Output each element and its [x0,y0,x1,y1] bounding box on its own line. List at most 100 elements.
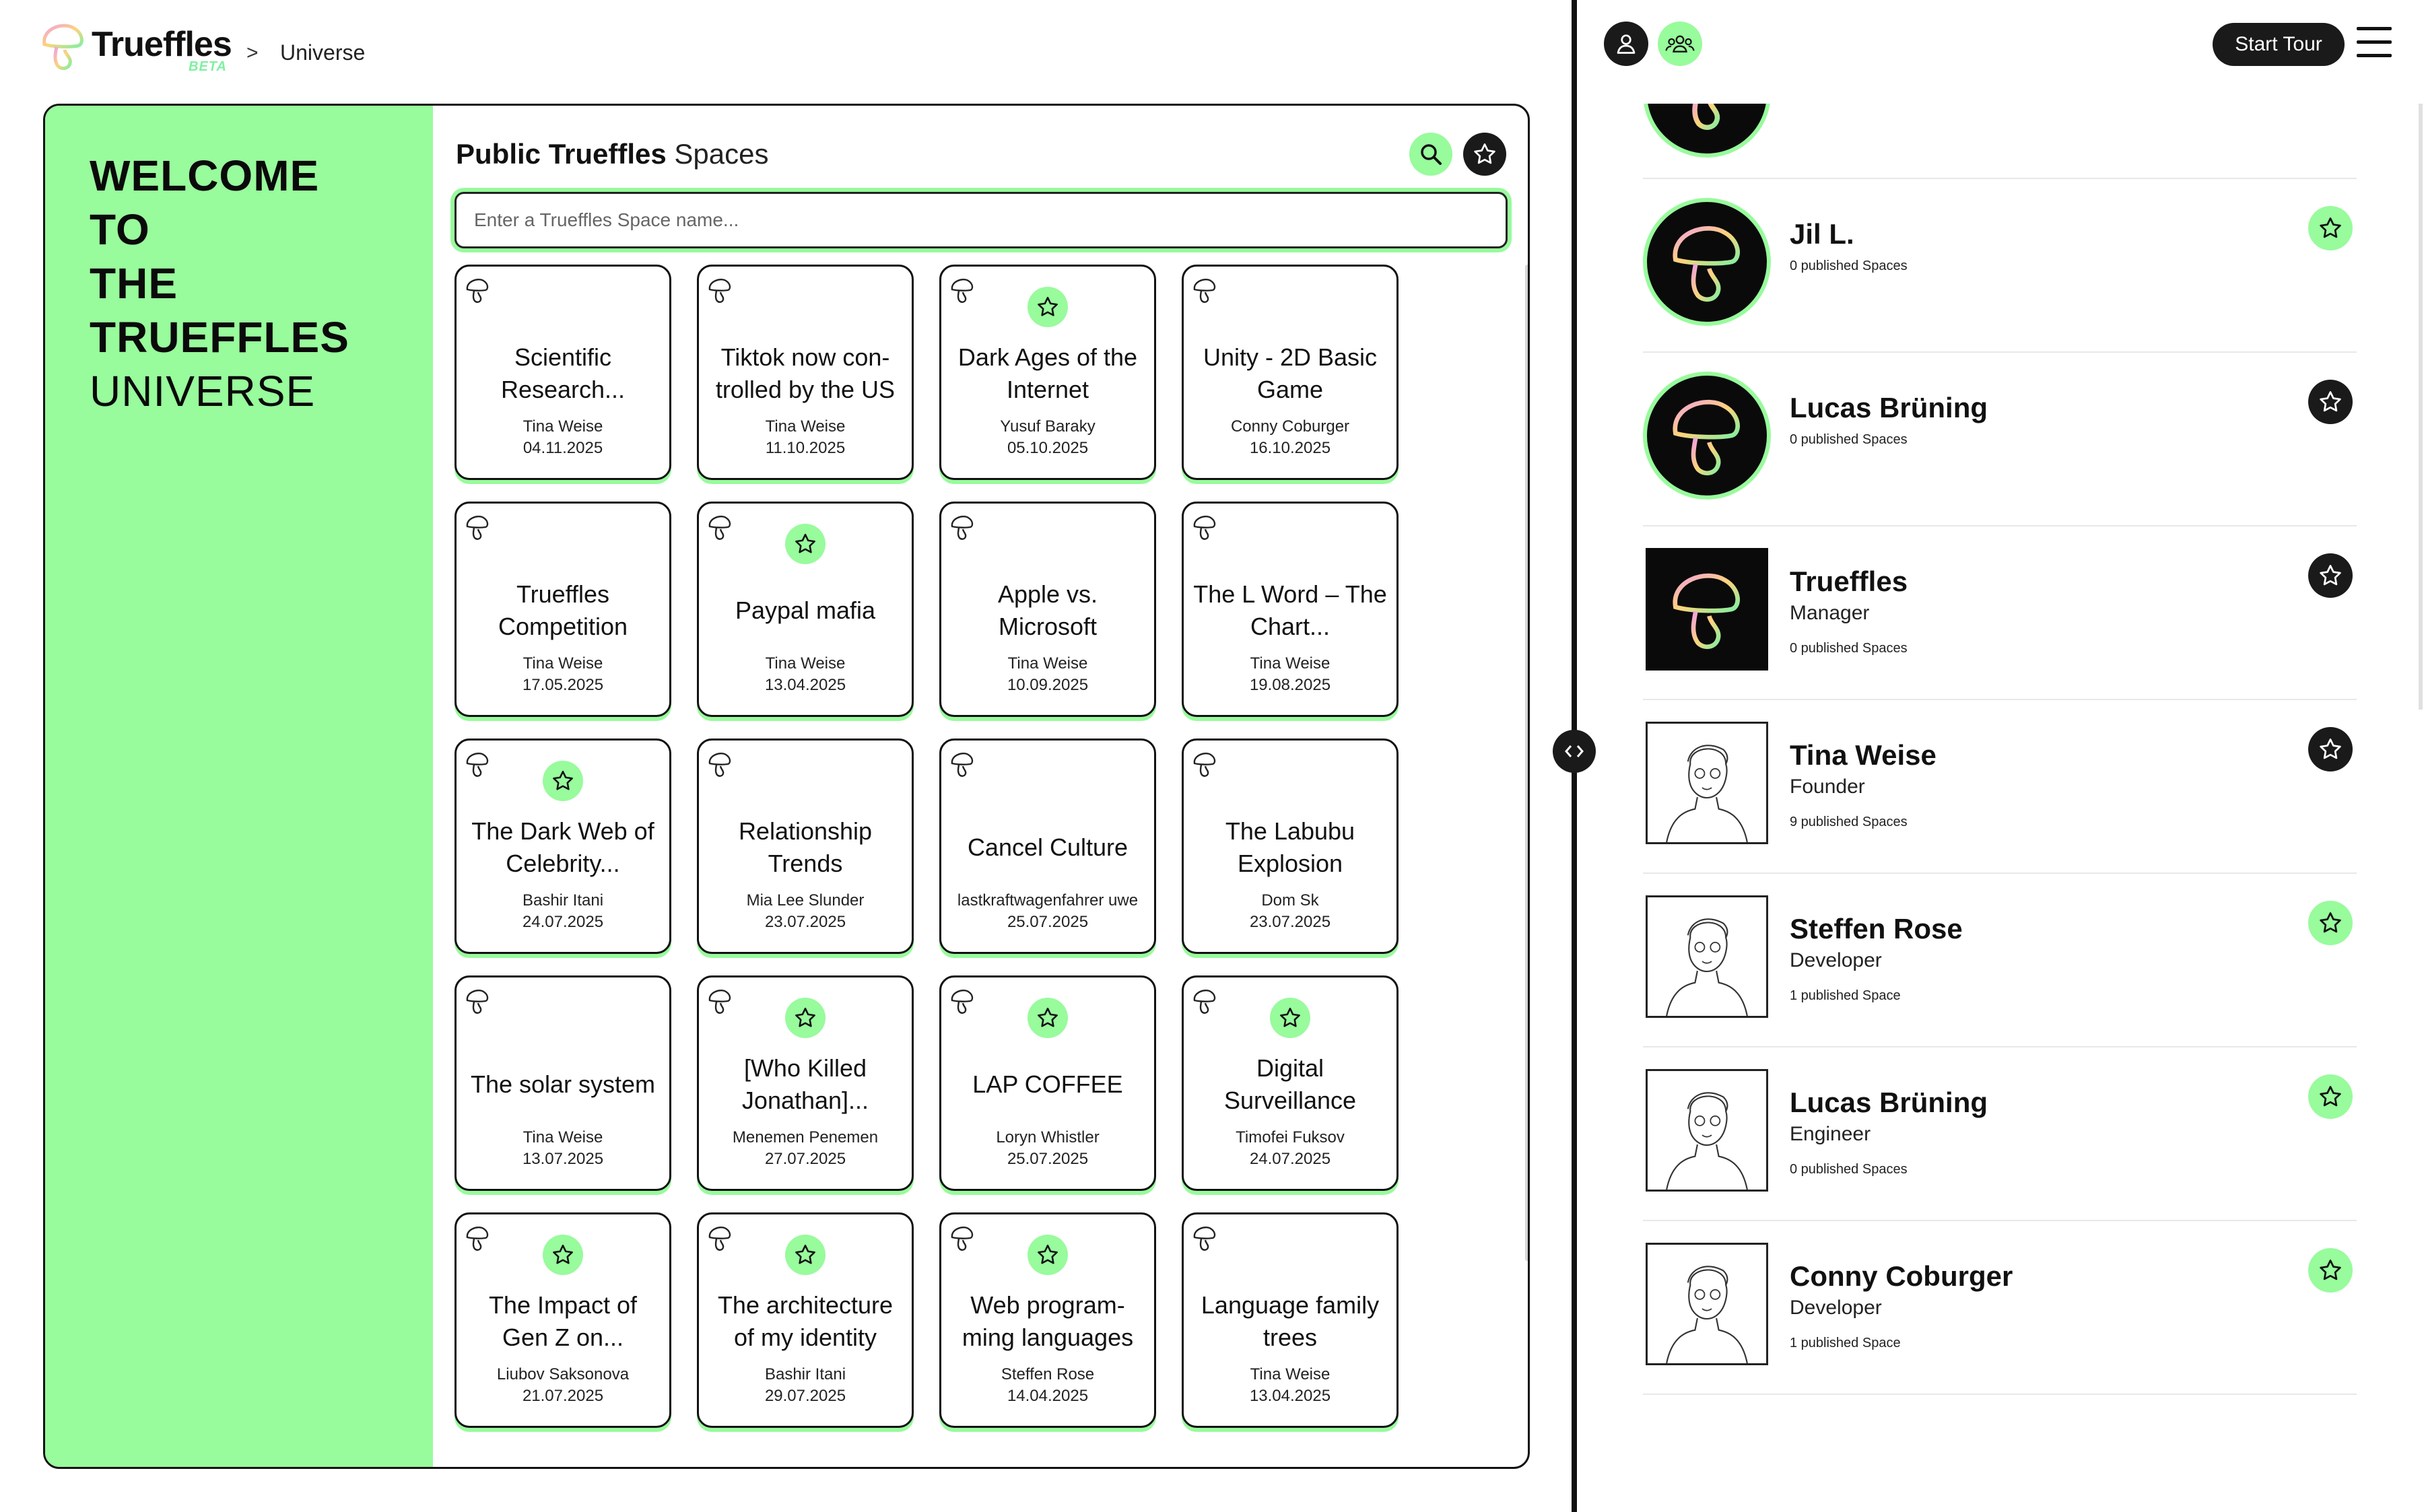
mushroom-icon [707,1224,733,1252]
mushroom-icon [707,276,733,304]
welcome-line-universe: UNIVERSE [90,367,316,415]
profile-name[interactable]: Steffen Rose [1790,913,1963,944]
follow-star-button[interactable] [2308,1248,2353,1293]
mushroom-logo-icon [42,24,83,70]
search-button[interactable] [1409,133,1452,176]
space-card-title: Trueffles Competition [498,580,628,640]
star-icon[interactable] [785,524,826,564]
profile-space-count: 0 published Spaces [1790,432,1908,447]
profile-name[interactable]: Lucas Brüning [1790,392,1988,423]
profiles-scrollbar[interactable] [2419,104,2423,710]
profile-space-count: 1 published Space [1790,1336,1901,1350]
star-icon[interactable] [1270,998,1310,1038]
star-icon[interactable] [785,1235,826,1275]
follow-star-button[interactable] [2308,1074,2353,1119]
space-card-title: Tiktok now con-trolled by the US [715,343,896,403]
star-icon [1474,143,1495,164]
follow-star-button[interactable] [2308,206,2353,250]
space-card-date: 24.07.2025 [522,913,604,931]
welcome-line: TO [90,205,150,254]
follow-star-button[interactable] [2308,727,2353,771]
star-icon[interactable] [1028,287,1068,327]
profile-space-count: 0 published Spaces [1790,1162,1908,1177]
space-card[interactable]: The Impact of Gen Z on...Liubov Saksonov… [454,1212,671,1428]
brand-name[interactable]: Trueffles [92,25,232,64]
spaces-scrollbar[interactable] [1525,265,1528,1261]
follow-star-button[interactable] [2308,553,2353,598]
space-card-author: Conny Coburger [1230,417,1350,436]
star-icon[interactable] [1028,998,1068,1038]
space-card-author: Tina Weise [1007,654,1088,673]
menu-bar [2357,40,2392,44]
group-icon [1665,35,1695,53]
mushroom-icon [707,750,733,778]
space-card-author: Tina Weise [523,1128,603,1146]
follow-star-button[interactable] [2308,901,2353,945]
space-card-title: Web program-ming languages [962,1291,1134,1351]
favorites-filter-button[interactable] [1463,133,1506,176]
space-card-date: 25.07.2025 [1007,913,1089,931]
avatar [1646,722,1768,844]
mushroom-icon [1192,276,1217,304]
profile-name[interactable]: Conny Coburger [1790,1260,2013,1292]
star-icon[interactable] [785,998,826,1038]
hamburger-menu-icon[interactable] [2357,26,2394,61]
profile-row[interactable]: Jil L.0 published Spaces [1643,179,2357,353]
profile-role: Manager [1790,602,1870,624]
follow-star-button[interactable] [2308,380,2353,424]
space-card-date: 14.04.2025 [1007,1387,1089,1405]
profile-name[interactable]: Lucas Brüning [1790,1087,1988,1118]
avatar [1646,895,1768,1018]
profile-row[interactable]: Lucas Brüning 0 published Spaces [1643,353,2357,526]
space-card-title: The Dark Web of Celebrity... [471,817,654,877]
space-card-title: Unity - 2D Basic Game [1203,343,1378,403]
start-tour-button[interactable]: Start Tour [2213,23,2345,66]
space-card-title: Apple vs. Microsoft [997,580,1098,640]
user-profile-button[interactable] [1604,22,1648,66]
profile-space-count: 9 published Spaces [1790,815,1908,829]
star-icon[interactable] [543,761,583,801]
mushroom-icon [949,1224,975,1252]
mushroom-icon [949,750,975,778]
brand-logo[interactable] [39,19,88,73]
space-card[interactable]: The Dark Web of Celebrity...Bashir Itani… [454,738,671,954]
space-search-input[interactable] [454,192,1508,248]
space-card-date: 19.08.2025 [1249,676,1331,694]
space-card-author: Loryn Whistler [996,1128,1100,1146]
star-icon[interactable] [543,1235,583,1275]
profile-name[interactable]: Tina Weise [1790,739,1937,771]
breadcrumb-current[interactable]: Universe [280,40,366,65]
panel-resize-toggle[interactable] [1553,730,1596,773]
community-button[interactable] [1658,22,1702,66]
mushroom-icon [465,987,490,1015]
star-icon[interactable] [1028,1235,1068,1275]
profile-name[interactable]: Trueffles [1790,565,1908,597]
space-card-title: LAP COFFEE [972,1070,1123,1098]
menu-bar [2357,54,2392,57]
profile-name[interactable]: Jil L. [1790,218,1854,250]
